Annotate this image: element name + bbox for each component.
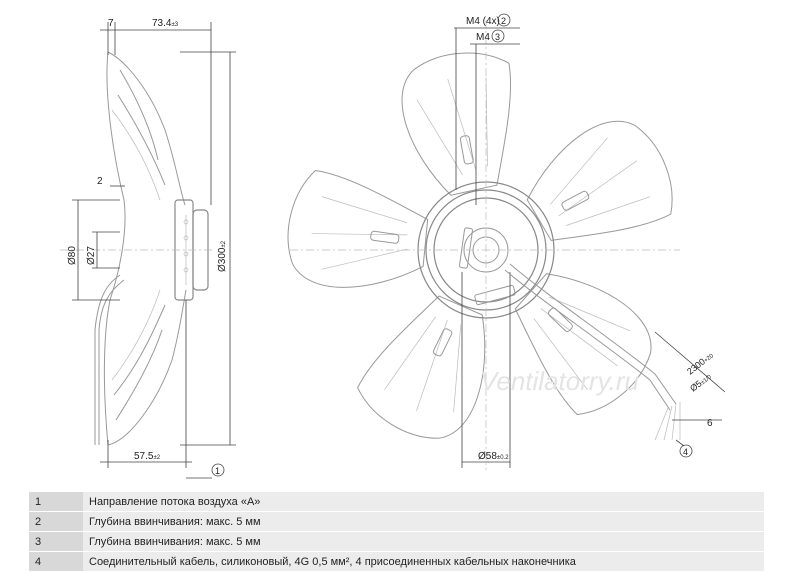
dim-d27: Ø27: [86, 246, 97, 265]
note-number: 1: [29, 492, 83, 512]
notes-row: 3 Глубина ввинчивания: макс. 5 мм: [29, 531, 764, 552]
note-text: Направление потока воздуха «А»: [83, 492, 764, 512]
callout-4: 4: [683, 447, 688, 457]
dim-offset: 7: [108, 18, 114, 29]
dim-d300: Ø300±2: [217, 240, 228, 272]
fan-blades: [287, 52, 673, 439]
callout-3: 3: [495, 32, 500, 42]
dim-cable: 2300+20: [685, 350, 715, 377]
notes-table: 1 Направление потока воздуха «А» 2 Глуби…: [29, 492, 764, 572]
notes-row: 1 Направление потока воздуха «А»: [29, 492, 764, 512]
dim-strip: 6: [707, 418, 713, 429]
fan-blade: [401, 52, 512, 196]
callout-1: 1: [215, 466, 220, 476]
note-number: 3: [29, 531, 83, 552]
fan-blade: [526, 120, 673, 241]
technical-drawing: 7 73.4±3 2 Ø80 Ø27 Ø300±2 57.5±2 1: [60, 13, 726, 479]
note-text: Глубина ввинчивания: макс. 5 мм: [83, 531, 764, 552]
note-number: 2: [29, 511, 83, 532]
dim-depth: 73.4±3: [152, 18, 179, 29]
note-text: Глубина ввинчивания: макс. 5 мм: [83, 511, 764, 532]
callout-m4: M4: [476, 32, 490, 43]
callout-2: 2: [501, 16, 506, 26]
dim-base: 57.5±2: [134, 451, 161, 462]
note-number: 4: [29, 551, 83, 572]
side-view: 7 73.4±3 2 Ø80 Ø27 Ø300±2 57.5±2 1: [60, 18, 236, 479]
dim-hub: Ø58±0.2: [478, 451, 509, 462]
watermark: Ventilatorry.ru: [480, 366, 639, 396]
notes-row: 2 Глубина ввинчивания: макс. 5 мм: [29, 511, 764, 532]
fan-blade: [357, 295, 486, 439]
dim-d80: Ø80: [67, 246, 78, 265]
fan-blade: [514, 273, 652, 416]
front-view: M4 (4x) 2 M4 3 Ø58±0.2 2300+20 Ø5±1/0 6 …: [287, 13, 726, 470]
dim-ring: 2: [97, 176, 103, 187]
fan-blade: [287, 169, 429, 288]
callout-m4x4: M4 (4x): [466, 16, 500, 27]
